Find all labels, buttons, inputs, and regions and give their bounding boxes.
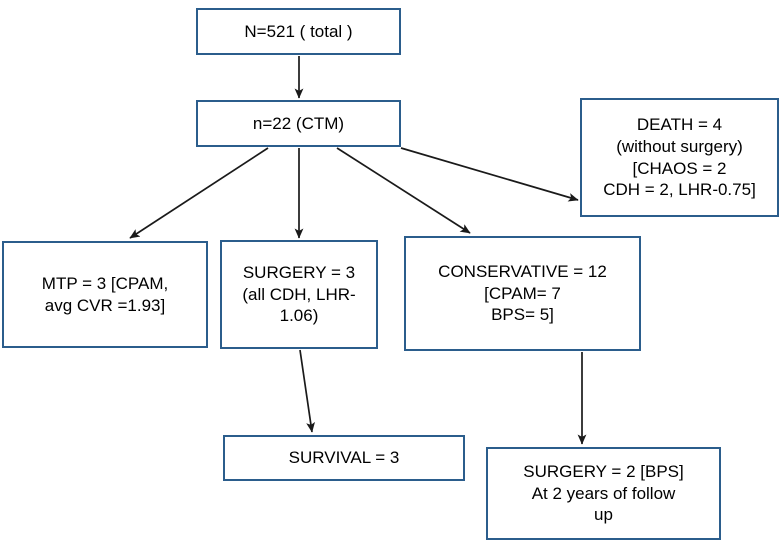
edge-ctm-to-mtp [129, 147, 269, 239]
node-label-surgery3: SURGERY = 3 (all CDH, LHR- 1.06) [242, 262, 356, 326]
node-label-total: N=521 ( total ) [244, 21, 353, 41]
node-death: DEATH = 4 (without surgery) [CHAOS = 2 C… [580, 98, 779, 217]
node-label-ctm: n=22 (CTM) [252, 113, 345, 133]
node-ctm: n=22 (CTM) [196, 100, 401, 147]
node-label-surgery2: SURGERY = 2 [BPS] At 2 years of follow u… [523, 461, 684, 525]
edge-surgery3-to-survival [299, 349, 315, 433]
node-survival: SURVIVAL = 3 [223, 435, 465, 481]
edge-ctm-to-death [400, 147, 579, 202]
edge-ctm-to-conservative [336, 147, 471, 234]
node-surgery2: SURGERY = 2 [BPS] At 2 years of follow u… [486, 447, 721, 540]
node-mtp: MTP = 3 [CPAM, avg CVR =1.93] [2, 241, 208, 348]
node-surgery3: SURGERY = 3 (all CDH, LHR- 1.06) [220, 240, 378, 349]
node-total: N=521 ( total ) [196, 8, 401, 55]
node-label-death: DEATH = 4 (without surgery) [CHAOS = 2 C… [603, 115, 756, 200]
node-conservative: CONSERVATIVE = 12 [CPAM= 7 BPS= 5] [404, 236, 641, 351]
node-label-mtp: MTP = 3 [CPAM, avg CVR =1.93] [41, 273, 169, 315]
node-label-conservative: CONSERVATIVE = 12 [CPAM= 7 BPS= 5] [438, 261, 607, 325]
node-label-survival: SURVIVAL = 3 [288, 448, 400, 468]
